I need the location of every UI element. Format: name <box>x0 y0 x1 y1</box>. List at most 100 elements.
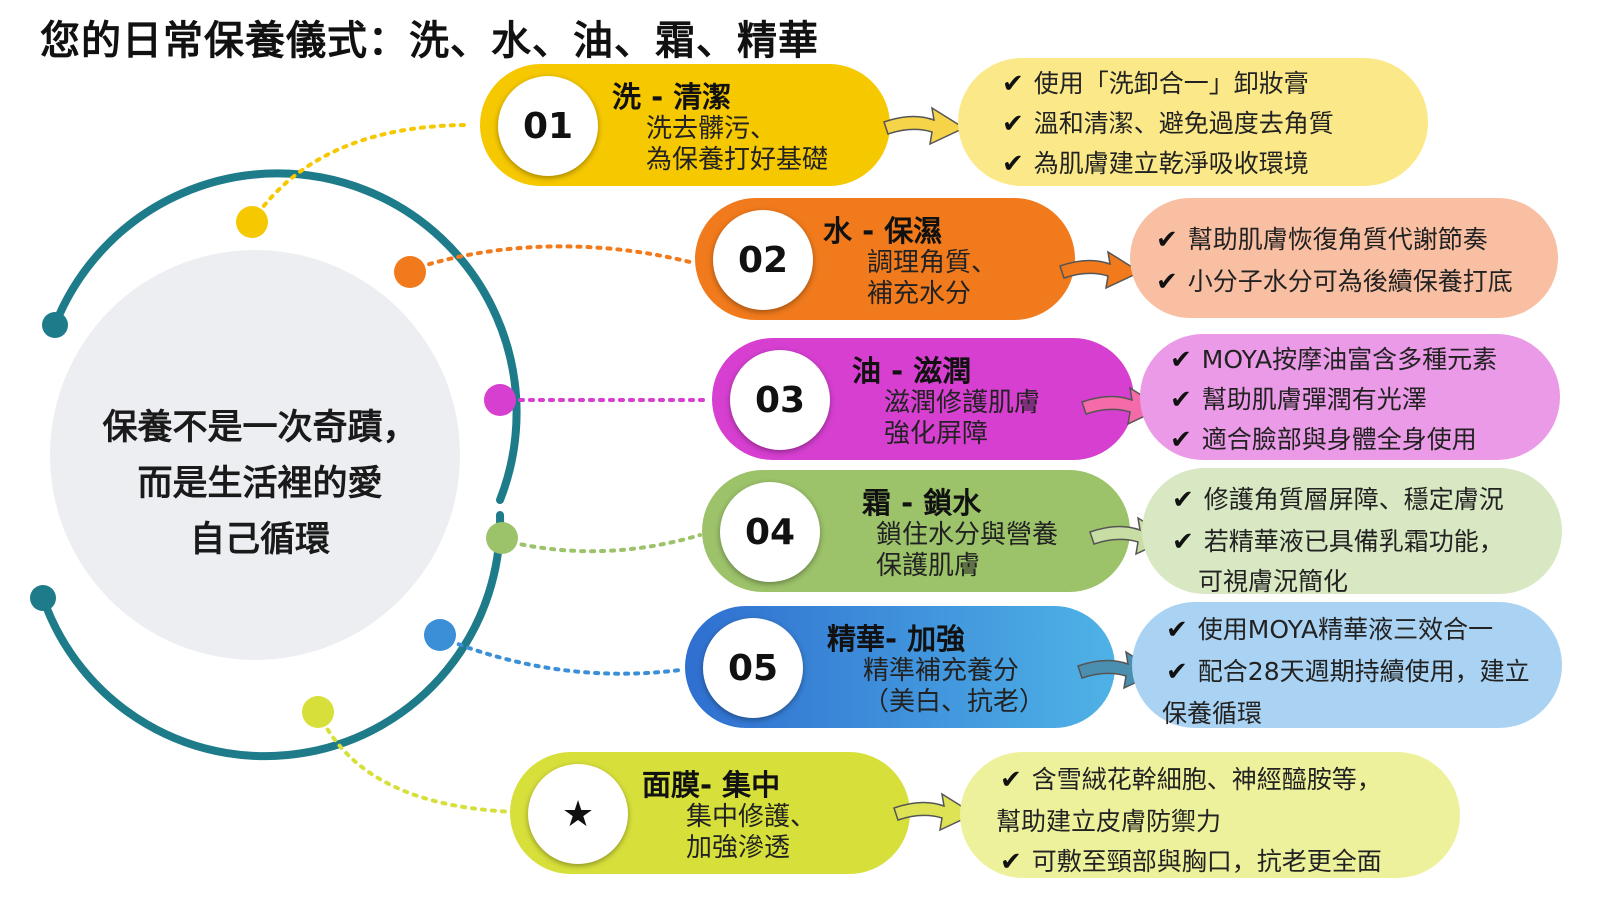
detail-text: 幫助肌膚恢復角質代謝節奏 <box>1187 225 1488 254</box>
step-heading: 精華- 加強 <box>827 622 966 656</box>
check-icon: ✔ <box>1166 615 1188 645</box>
step-2-details: ✔ 幫助肌膚恢復角質代謝節奏 ✔ 小分子水分可為後續保養打底 <box>1130 198 1558 318</box>
step-description-line: 為保養打好基礎 <box>646 145 829 175</box>
detail-text: 修護角質層屏障、穩定膚況 <box>1203 485 1504 514</box>
step-number: 01 <box>498 76 598 176</box>
step-description-line: 補充水分 <box>867 279 972 309</box>
ring-end-top <box>42 312 68 338</box>
check-icon: ✔ <box>1166 657 1188 687</box>
detail-item: ✔ 幫助肌膚恢復角質代謝節奏 <box>1156 220 1488 256</box>
step-4-cream: 04 霜 - 鎖水 鎖住水分與營養 保護肌膚 <box>702 470 1130 592</box>
connector-6 <box>316 710 517 814</box>
detail-item: ✔ 為肌膚建立乾淨吸收環境 <box>1002 144 1309 180</box>
node-6 <box>302 696 334 728</box>
detail-text: 使用MOYA精華液三效合一 <box>1197 615 1494 644</box>
detail-text: 若精華液已具備乳霜功能， <box>1203 527 1504 556</box>
check-icon: ✔ <box>1170 385 1192 415</box>
step-6-details: ✔ 含雪絨花幹細胞、神經醯胺等， 幫助建立皮膚防禦力 ✔ 可敷至頸部與胸口，抗老更全… <box>960 752 1460 878</box>
step-3-oil: 03 油 - 滋潤 滋潤修護肌膚 強化屏障 <box>712 338 1134 460</box>
step-1-details: ✔使用「洗卸合一」卸妝膏 ✔溫和清潔、避免過度去角質 ✔ 為肌膚建立乾淨吸收環境 <box>958 58 1428 186</box>
center-line-1: 保養不是一次奇蹟， <box>102 408 418 448</box>
step-2-toner: 02 水 - 保濕 調理角質、 補充水分 <box>695 198 1075 320</box>
step-1-wash: 01 洗 - 清潔 洗去髒污、 為保養打好基礎 <box>480 64 890 186</box>
detail-item: ✔ 幫助肌膚彈潤有光澤 <box>1170 380 1427 416</box>
node-4 <box>486 522 518 554</box>
check-icon: ✔ <box>1000 847 1022 877</box>
node-1 <box>236 206 268 238</box>
arrow-right-icon <box>883 106 966 146</box>
detail-text: 幫助肌膚彈潤有光澤 <box>1201 385 1427 414</box>
detail-text: 小分子水分可為後續保養打底 <box>1187 267 1513 296</box>
check-icon: ✔ <box>1000 765 1022 795</box>
detail-item: ✔ 使用MOYA精華液三效合一 <box>1166 610 1493 646</box>
step-description-line: 強化屏障 <box>884 419 989 449</box>
center-message: 保養不是一次奇蹟， 而是生活裡的愛 自己循環 <box>60 400 460 568</box>
step-6-mask: ★ 面膜- 集中 集中修護、 加強滲透 <box>510 752 910 874</box>
step-description: 精準補充養分 （美白、抗老） <box>863 656 1045 718</box>
step-heading: 霜 - 鎖水 <box>862 486 982 520</box>
step-heading: 面膜- 集中 <box>642 768 781 802</box>
page-title: 您的日常保養儀式：洗、水、油、霜、精華 <box>40 18 819 64</box>
detail-text: 為肌膚建立乾淨吸收環境 <box>1033 149 1309 178</box>
step-heading: 洗 - 清潔 <box>612 80 732 114</box>
step-description-line: 鎖住水分與營養 <box>876 520 1059 550</box>
node-2 <box>394 256 426 288</box>
center-line-3: 自己循環 <box>189 520 330 560</box>
connector-1 <box>250 123 472 224</box>
step-description: 洗去髒污、 為保養打好基礎 <box>646 114 828 176</box>
arrow-right-icon <box>1059 250 1142 290</box>
detail-item: ✔溫和清潔、避免過度去角質 <box>1002 104 1334 140</box>
detail-text: MOYA按摩油富含多種元素 <box>1201 345 1498 374</box>
step-description: 滋潤修護肌膚 強化屏障 <box>884 388 1040 450</box>
step-5-details: ✔使用MOYA精華液三效合一 ✔配合28天週期持續使用，建立 保養循環 <box>1132 602 1562 728</box>
ring-end-bottom <box>30 585 56 611</box>
step-description-line: （美白、抗老） <box>863 687 1046 717</box>
step-description: 集中修護、 加強滲透 <box>686 802 816 864</box>
step-description-line: 加強滲透 <box>686 833 791 863</box>
step-heading: 水 - 保濕 <box>823 214 943 248</box>
node-3 <box>484 384 516 416</box>
step-description: 調理角質、 補充水分 <box>867 248 997 310</box>
detail-text: 適合臉部與身體全身使用 <box>1201 425 1477 454</box>
detail-item: ✔ MOYA按摩油富含多種元素 <box>1170 340 1497 376</box>
step-description-line: 保護肌膚 <box>876 551 981 581</box>
step-number: 03 <box>730 350 830 450</box>
detail-text: 配合28天週期持續使用，建立 <box>1197 657 1530 686</box>
detail-item: ✔適合臉部與身體全身使用 <box>1170 420 1477 456</box>
check-icon: ✔ <box>1172 485 1194 515</box>
detail-item: ✔ 配合28天週期持續使用，建立 <box>1166 652 1530 688</box>
arrow-right-icon <box>893 792 976 832</box>
step-5-serum: 05 精華- 加強 精準補充養分 （美白、抗老） <box>685 606 1115 728</box>
check-icon: ✔ <box>1170 345 1192 375</box>
step-description-line: 調理角質、 <box>867 248 998 278</box>
check-icon: ✔ <box>1156 267 1178 297</box>
step-number: 02 <box>713 210 813 310</box>
detail-text: 可敷至頸部與胸口，抗老更全面 <box>1031 847 1382 876</box>
step-heading: 油 - 滋潤 <box>852 354 972 388</box>
detail-text: 使用「洗卸合一」卸妝膏 <box>1033 69 1309 98</box>
ring-arc-top <box>51 169 521 504</box>
node-5 <box>424 619 456 651</box>
detail-text: 含雪絨花幹細胞、神經醯胺等， <box>1031 765 1382 794</box>
ring-arc-bottom <box>39 511 505 761</box>
step-description: 鎖住水分與營養 保護肌膚 <box>876 520 1058 582</box>
detail-item: ✔使用「洗卸合一」卸妝膏 <box>1002 64 1309 100</box>
connector-4 <box>500 533 702 554</box>
center-line-2: 而是生活裡的愛 <box>137 464 383 504</box>
check-icon: ✔ <box>1002 149 1024 179</box>
check-icon: ✔ <box>1156 225 1178 255</box>
step-description-line: 集中修護、 <box>686 802 817 832</box>
check-icon: ✔ <box>1172 527 1194 557</box>
detail-item: ✔ 修護角質層屏障、穩定膚況 <box>1172 480 1504 516</box>
detail-item: ✔ 可敷至頸部與胸口，抗老更全面 <box>1000 842 1382 878</box>
step-4-details: ✔修護角質層屏障、穩定膚況 ✔若精華液已具備乳霜功能， 可視膚況簡化 <box>1142 468 1562 596</box>
step-number: 05 <box>703 618 803 718</box>
step-description-line: 精準補充養分 <box>863 656 1020 686</box>
star-icon: ★ <box>528 764 628 864</box>
step-description-line: 洗去髒污、 <box>646 114 777 144</box>
connector-2 <box>408 244 692 272</box>
detail-item: 幫助建立皮膚防禦力 <box>996 807 1222 836</box>
step-description-line: 滋潤修護肌膚 <box>884 388 1041 418</box>
detail-text: 溫和清潔、避免過度去角質 <box>1033 109 1334 138</box>
